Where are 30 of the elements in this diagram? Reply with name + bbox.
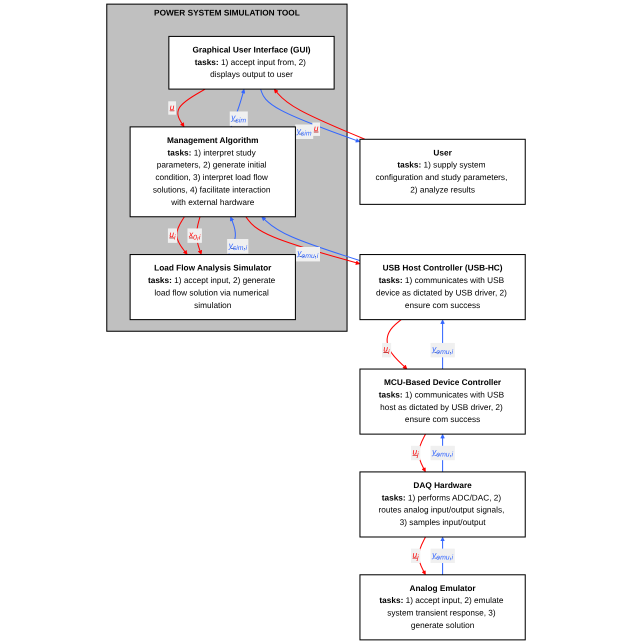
edge-label: u$_{i}$ [383, 344, 390, 356]
node-box: DAQ Hardware tasks: 1) performs ADC/DAC, 2) routes analog input/output signals, 3) samples input/output [359, 471, 526, 538]
arrow [176, 216, 188, 255]
arrow [260, 88, 360, 142]
edge-label: u [314, 124, 318, 134]
node-box: Analog Emulator tasks: 1) accept input, 2) emulate system transient response, 3) generate solution [359, 574, 526, 640]
edge-label: y$_{emu,i}$ [297, 248, 318, 260]
arrow [386, 319, 408, 370]
node-box: Graphical User Interface (GUI) tasks: 1) accept input from, 2) displays output to user [168, 36, 335, 90]
node-box: User tasks: 1) supply system configuration and study parameters, 2) analyze results [359, 138, 526, 205]
edge-label: x$_{0,i}$ [188, 230, 200, 241]
edge-label: y$_{sim}$ [231, 113, 246, 124]
node-box: Management Algorithm tasks: 1) interpret study parameters, 2) generate initial condition, 3) interpret load flow solutions, 4) facilitate interaction with external hardware [130, 126, 296, 218]
node-box: Load Flow Analysis Simulator tasks: 1) accept input, 2) generate load flow solution via numerical simulation [130, 254, 296, 320]
node-box: MCU-Based Device Controller tasks: 1) communicates with USB host as dictated by USB driver, 2) ensure com success [359, 368, 526, 435]
arrow [418, 536, 426, 575]
edge-label: u$_{i}$ [169, 230, 176, 241]
edge-label: u$_{j}$ [412, 550, 419, 562]
edge-label: u$_{j}$ [412, 448, 419, 458]
node-box: USB Host Controller (USB-HC) tasks: 1) communicates with USB device as dictated by USB driver, 2) ensure com success [359, 254, 526, 320]
edge-label: y$_{emu,i}$ [432, 448, 454, 458]
arrow [261, 216, 360, 262]
edge-label: y$_{emu,i}$ [432, 344, 454, 356]
edge-label: y$_{sim}$ [296, 126, 312, 138]
edge-label: u [170, 103, 174, 112]
arrow [177, 88, 206, 128]
edge-label: y$_{sim,i}$ [228, 241, 247, 252]
arrow [274, 88, 366, 140]
arrow [418, 434, 426, 472]
edge-label: y$_{emu,i}$ [432, 550, 454, 562]
